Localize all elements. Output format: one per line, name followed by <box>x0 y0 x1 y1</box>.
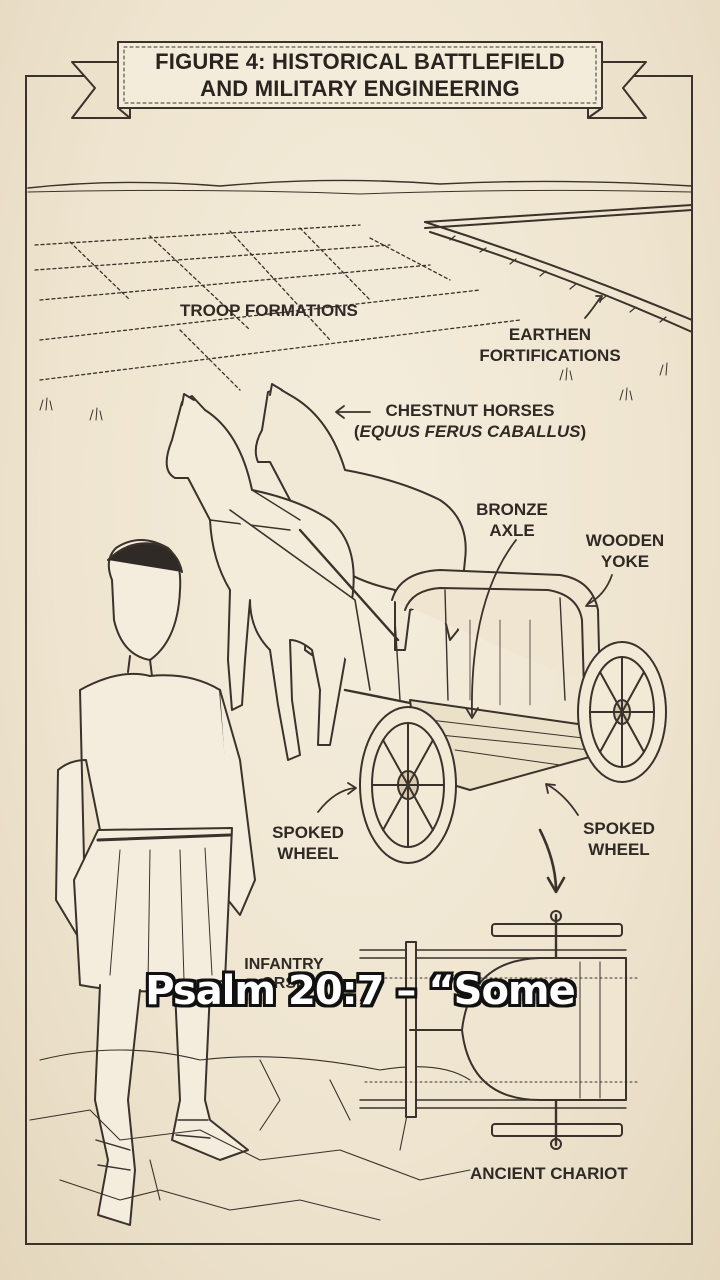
grass-tufts <box>39 362 668 421</box>
label-chestnut-horses-latin: (EQUUS FERUS CABALLUS) <box>353 422 587 441</box>
figure-title: FIGURE 4: HISTORICAL BATTLEFIELD AND MIL… <box>120 48 600 102</box>
infantry-soldier-drawing <box>55 539 256 1226</box>
chariot-drawing <box>298 528 621 791</box>
chariot-wheel-right <box>577 641 667 783</box>
label-earthen-fortifications: EARTHEN FORTIFICATIONS <box>479 325 621 365</box>
video-caption: Psalm 20:7 – “Some <box>145 968 575 1014</box>
horse-front <box>165 393 371 761</box>
label-wooden-yoke: WOODEN YOKE <box>585 531 665 571</box>
label-troop-formations: TROOP FORMATIONS <box>180 301 358 320</box>
cracked-ground <box>29 1049 471 1221</box>
label-spoked-wheel-left: SPOKED WHEEL <box>272 823 344 863</box>
figure-title-line2: AND MILITARY ENGINEERING <box>200 76 520 101</box>
label-spoked-wheel-right: SPOKED WHEEL <box>583 819 655 859</box>
figure-title-line1: FIGURE 4: HISTORICAL BATTLEFIELD <box>155 49 565 74</box>
chariot-plan-view <box>359 910 641 1150</box>
label-ancient-chariot: ANCIENT CHARIOT <box>470 1164 628 1183</box>
title-banner <box>71 41 647 119</box>
troop-formation-grid <box>34 224 521 391</box>
label-bronze-axle: BRONZE AXLE <box>476 500 548 540</box>
horizon <box>27 179 693 195</box>
label-chestnut-horses: CHESTNUT HORSES (EQUUS FERUS CABALLUS) <box>345 400 595 442</box>
label-arrows <box>317 295 613 894</box>
label-infantry: INFANTRY ORSE <box>244 956 324 992</box>
chariot-wheel-left <box>359 706 457 864</box>
earthen-fortification-drawing <box>424 204 693 333</box>
